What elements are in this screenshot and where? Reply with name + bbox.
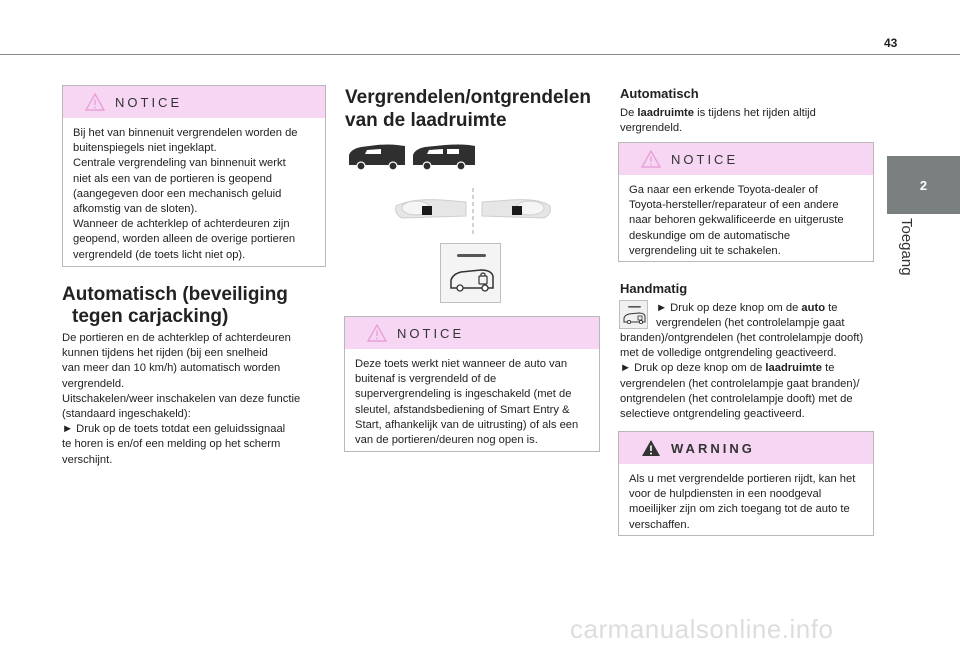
notice-line: (aangegeven door een mechanisch geluid [73,187,282,200]
manual-button-thumbnail [619,300,648,329]
text-run: is tijdens het rijden altijd [694,107,816,119]
notice-line: geopend, worden alleen de overige portie… [73,233,296,246]
notice-line: supervergrendeling is ingeschakeld (met … [355,388,572,401]
body-line: van meer dan 10 km/h) automatisch worden [62,362,281,375]
warning-line: moeilijker zijn om zich toegang tot de a… [629,503,850,516]
heading-manual: Handmatig [620,281,688,296]
notice-line: Wanneer de achterklep of achterdeuren zi… [73,218,290,231]
van-lock-button-icon [450,254,494,292]
page-number: 43 [884,36,898,50]
top-rule [0,54,960,55]
body-line: vergrendeld. [620,122,683,135]
heading-line: Automatisch (beveiliging [62,284,288,305]
body-line: ► Druk op de toets totdat een geluidssig… [62,423,286,436]
notice-line: sleutel, afstandsbediening of Smart Entr… [355,403,570,416]
notice-box-lock-inside: NOTICE Bij het van binnenuit vergrendele… [62,85,326,267]
dashboard-switch-illustration [395,188,551,236]
notice-text: Deze toets werkt niet wanneer de auto va… [345,349,599,456]
body-line: selectieve ontgrendeling geactiveerd. [620,408,805,421]
notice-line: naar behoren gekwalificeerde en uitgerus… [629,214,844,227]
text-run: De [620,107,638,119]
heading-cargo-lock: Vergrendelen/ontgrendelen van de laadrui… [345,86,605,132]
notice-line: Toyota-hersteller/reparateur of een ande… [629,199,839,212]
notice-line: deskundige om de automatische [629,229,791,242]
notice-triangle-icon [641,150,661,168]
notice-line: Centrale vergrendeling van binnenuit wer… [73,157,286,170]
notice-title: NOTICE [115,94,183,110]
notice-line: buitenspiegels niet ingeklapt. [73,142,217,155]
text-run: ► Druk op deze knop om de [620,362,766,375]
body-line: De portieren en de achterklep of achterd… [62,332,291,344]
van-lock-button-icon [623,306,646,325]
warning-title: WARNING [671,440,755,456]
warning-header: WARNING [619,432,873,464]
heading-line: tegen carjacking) [72,306,229,327]
chapter-label: Toegang [897,218,917,308]
notice-text: Bij het van binnenuit vergrendelen worde… [63,118,325,271]
text-run: te [821,362,835,375]
notice-triangle-icon [85,93,105,111]
notice-line: afkomstig van de sloten). [73,203,198,216]
body-line: met de volledige ontgrendeling geactivee… [620,347,837,360]
body-line: kunnen tijdens het rijden (bij een snelh… [62,347,268,360]
manual-text: branden)/ontgrendelen (het controlelampj… [620,331,880,422]
cargo-lock-button-illustration [440,243,501,303]
van-silhouettes-icon [349,144,475,171]
text-run: ► Druk op deze knop om de [656,302,802,314]
heading-line: van de laadruimte [345,110,507,131]
watermark-text: carmanualsonline.info [570,614,834,644]
notice-line: Bij het van binnenuit vergrendelen worde… [73,127,298,139]
notice-header: NOTICE [619,143,873,175]
notice-header: NOTICE [63,86,325,118]
notice-line: Start, afhankelijk van de uitrusting) of… [355,418,579,431]
body-line: De laadruimte is tijdens het rijden alti… [620,106,876,121]
notice-line: Ga naar een erkende Toyota-dealer of [629,184,818,196]
body-line: vergrendelen (het controlelampje gaat [656,317,845,330]
body-line: verschijnt. [62,453,113,466]
notice-triangle-icon [367,324,387,342]
warning-box-emergency: WARNING Als u met vergrendelde portieren… [618,431,874,536]
notice-line: Deze toets werkt niet wanneer de auto va… [355,358,568,370]
notice-title: NOTICE [397,325,465,341]
body-line: ► Druk op deze knop om de auto te [656,301,878,316]
notice-title: NOTICE [671,151,739,167]
notice-line: vergrendeling uit te schakelen. [629,244,781,257]
notice-line: buitenaf is vergrendeld of de [355,373,497,386]
body-line: branden)/ontgrendelen (het controlelampj… [620,332,864,344]
body-line: vergrendelen (het controlelampje gaat br… [620,377,860,390]
notice-header: NOTICE [345,317,599,349]
notice-line: vergrendeld (de toets licht niet op). [73,248,246,261]
notice-text: Ga naar een erkende Toyota-dealer of Toy… [619,175,873,267]
body-line: (standaard ingeschakeld): [62,408,191,421]
text-run: te [825,302,838,314]
notice-box-button-inactive: NOTICE Deze toets werkt niet wanneer de … [344,316,600,452]
chapter-tab[interactable]: 2 [887,156,960,214]
body-line: Uitschakelen/weer inschakelen van deze f… [62,392,301,405]
text-bold: laadruimte [637,107,694,119]
warning-line: Als u met vergrendelde portieren rijdt, … [629,473,856,485]
notice-box-dealer: NOTICE Ga naar een erkende Toyota-dealer… [618,142,874,262]
warning-line: verschaffen. [629,518,690,531]
body-line: vergrendeld. [62,377,125,390]
warning-line: voor de hulpdiensten in een noodgeval [629,488,822,501]
notice-line: niet als een van de portieren is geopend [73,172,273,185]
body-line: ontgrendelen (het controlelampje dooft) … [620,392,853,405]
text-bold: auto [801,302,826,314]
heading-line: Vergrendelen/ontgrendelen [345,87,591,108]
body-line: ► Druk op deze knop om de laadruimte te [620,361,880,376]
manual-text-indented: ► Druk op deze knop om de auto te vergre… [656,301,878,331]
anti-carjacking-text: De portieren en de achterklep of achterd… [62,331,330,468]
warning-text: Als u met vergrendelde portieren rijdt, … [619,464,873,541]
warning-triangle-icon [642,440,660,456]
body-line: te horen is en/of een melding op het sch… [62,438,281,451]
notice-line: van de portieren/deuren nog open is. [355,434,538,447]
automatic-text: De laadruimte is tijdens het rijden alti… [620,106,876,136]
heading-anti-carjacking: Automatisch (beveiliging tegen carjackin… [62,284,330,328]
chapter-number: 2 [919,177,928,193]
chapter-label-text: Toegang [898,218,915,276]
text-bold: laadruimte [765,362,822,375]
heading-automatic: Automatisch [620,86,699,101]
